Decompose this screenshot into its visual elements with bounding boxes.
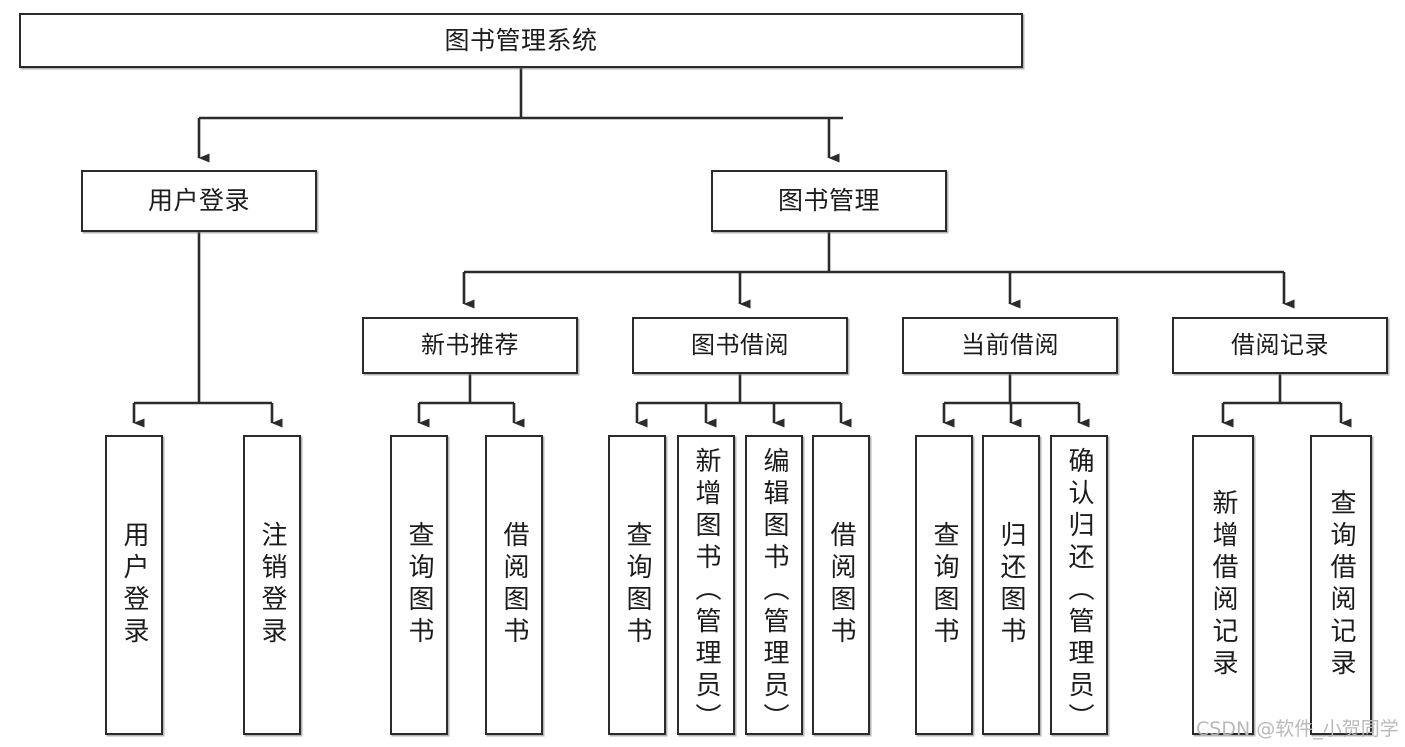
node-label: 用户登录 — [119, 521, 149, 649]
node-label: 注销登录 — [257, 521, 287, 649]
node-leaf-query-book-2[interactable]: 查询图书 — [608, 435, 666, 735]
edge-newbook-to-leaves — [417, 374, 525, 428]
node-label: 图书借阅 — [691, 331, 789, 360]
node-book-borrowing[interactable]: 图书借阅 — [632, 317, 848, 374]
node-leaf-borrow-book-2[interactable]: 借阅图书 — [812, 435, 870, 735]
node-label: 确认归还（管理员） — [1064, 447, 1094, 735]
node-label: 图书管理 — [777, 186, 880, 216]
watermark-text: CSDN @软件_小贺同学 — [1196, 718, 1399, 740]
csdn-watermark: CSDN @软件_小贺同学 — [1196, 714, 1399, 741]
node-label: 新书推荐 — [421, 331, 519, 360]
node-leaf-return-book[interactable]: 归还图书 — [982, 435, 1040, 735]
node-leaf-add-record[interactable]: 新增借阅记录 — [1192, 435, 1254, 735]
edge-currentborrow-to-leaves — [942, 374, 1090, 428]
node-label: 借阅图书 — [499, 521, 529, 649]
edge-borrowrecord-to-leaves — [1221, 374, 1352, 428]
node-leaf-add-book[interactable]: 新增图书（管理员） — [677, 435, 735, 735]
node-root-system[interactable]: 图书管理系统 — [19, 13, 1023, 68]
edge-bookmanage-to-level3 — [462, 232, 1295, 309]
node-label: 查询图书 — [404, 521, 434, 649]
node-book-management[interactable]: 图书管理 — [711, 170, 947, 232]
node-leaf-borrow-book-1[interactable]: 借阅图书 — [485, 435, 543, 735]
node-leaf-query-record[interactable]: 查询借阅记录 — [1310, 435, 1372, 735]
node-label: 查询图书 — [622, 521, 652, 649]
node-leaf-user-login[interactable]: 用户登录 — [105, 435, 163, 735]
node-leaf-query-book-1[interactable]: 查询图书 — [390, 435, 448, 735]
node-leaf-confirm-return[interactable]: 确认归还（管理员） — [1050, 435, 1108, 735]
node-borrowing-records[interactable]: 借阅记录 — [1172, 317, 1388, 374]
node-label: 图书管理系统 — [444, 25, 598, 55]
node-leaf-query-book-3[interactable]: 查询图书 — [915, 435, 973, 735]
node-label: 查询图书 — [929, 521, 959, 649]
node-leaf-logout[interactable]: 注销登录 — [243, 435, 301, 735]
node-label: 当前借阅 — [961, 331, 1059, 360]
node-current-borrowing[interactable]: 当前借阅 — [902, 317, 1118, 374]
node-label: 借阅记录 — [1231, 331, 1329, 360]
edge-root-to-level2 — [197, 68, 843, 163]
node-label: 归还图书 — [996, 521, 1026, 649]
node-label: 借阅图书 — [826, 521, 856, 649]
node-user-login[interactable]: 用户登录 — [81, 170, 317, 232]
node-label: 新增借阅记录 — [1208, 489, 1238, 681]
node-label: 用户登录 — [147, 186, 250, 216]
node-label: 查询借阅记录 — [1326, 489, 1356, 681]
edge-bookborrow-to-leaves — [635, 374, 852, 428]
node-label: 新增图书（管理员） — [691, 447, 721, 735]
node-leaf-edit-book[interactable]: 编辑图书（管理员） — [745, 435, 803, 735]
node-label: 编辑图书（管理员） — [759, 447, 789, 735]
node-new-book-recommendation[interactable]: 新书推荐 — [362, 317, 578, 374]
edge-userlogin-to-leaves — [132, 232, 283, 428]
